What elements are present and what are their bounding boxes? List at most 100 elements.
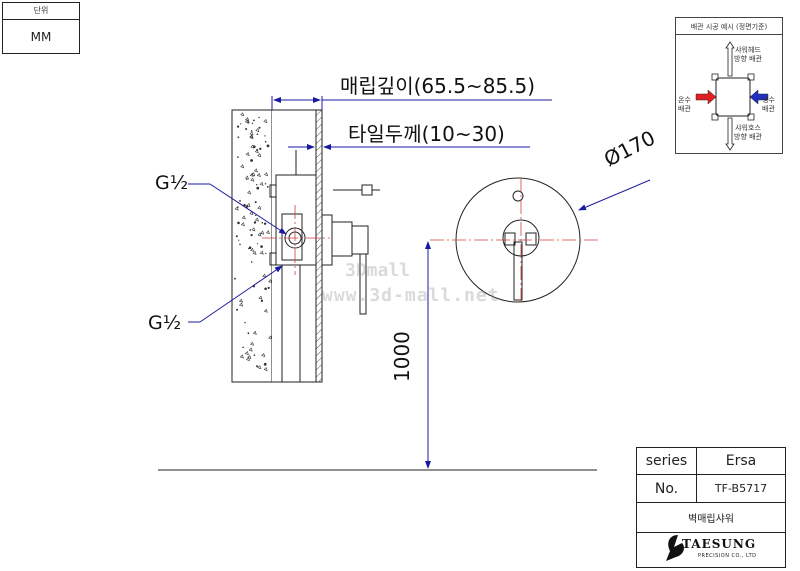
height-label: 1000 [390, 331, 414, 382]
concrete-speckle [259, 250, 264, 255]
concrete-speckle [250, 234, 253, 237]
concrete-speckle [264, 172, 269, 177]
concrete-speckle [259, 181, 264, 186]
embed-depth-label: 매립깊이(65.5~85.5) [340, 74, 536, 98]
concrete-speckle [265, 252, 267, 255]
concrete-speckle [250, 177, 255, 182]
concrete-speckle [255, 214, 257, 217]
concrete-speckle [247, 190, 252, 195]
concrete-speckle [242, 346, 244, 349]
concrete-speckle [240, 222, 245, 227]
concrete-speckle [256, 133, 259, 135]
concrete-speckle [246, 203, 251, 208]
concrete-speckle [244, 351, 249, 356]
pipe-thread-top-label: G½ [155, 172, 189, 194]
series-value: Ersa [725, 453, 757, 469]
concrete-speckle [253, 119, 255, 122]
trim-side-view [321, 184, 380, 315]
concrete-speckle [247, 121, 250, 124]
concrete-speckle [256, 365, 258, 368]
concrete-speckle [248, 248, 250, 250]
concrete-speckle [240, 123, 242, 125]
concrete-speckle [240, 164, 245, 169]
legend-divider [676, 34, 782, 35]
concrete-speckle [261, 352, 266, 357]
concrete-speckle [248, 246, 252, 249]
brand-logo: TAESUNG PRECISION CO., LTD [664, 533, 784, 563]
concrete-speckle [256, 186, 260, 190]
concrete-speckle [256, 184, 258, 186]
concrete-speckle [263, 119, 268, 124]
concrete-speckle [263, 362, 267, 366]
concrete-speckle [251, 172, 256, 177]
concrete-speckle [237, 136, 240, 139]
concrete-speckle [253, 221, 257, 224]
concrete-speckle [238, 239, 240, 241]
legend-diagram [695, 41, 769, 151]
concrete-speckle [237, 206, 239, 208]
concrete-speckle [252, 330, 257, 335]
product-name: 벽매립샤워 [688, 514, 734, 525]
concrete-speckle [263, 308, 268, 313]
concrete-speckle [250, 247, 255, 252]
concrete-speckle [264, 183, 267, 185]
concrete-speckle [253, 145, 256, 148]
concrete-speckle [241, 215, 246, 220]
concrete-speckle [257, 205, 262, 210]
concrete-speckle [245, 357, 250, 362]
concrete-speckle [257, 232, 262, 237]
concrete-speckle [240, 112, 245, 117]
concrete-speckle [254, 217, 259, 222]
concrete-speckle [258, 295, 263, 300]
concrete-speckle [264, 287, 267, 291]
title-row-series: series Ersa [637, 448, 785, 475]
concrete-speckle [259, 147, 262, 150]
concrete-speckle [262, 273, 267, 278]
title-row-product: 벽매립샤워 [637, 503, 785, 533]
concrete-speckle [248, 347, 253, 352]
concrete-speckle [256, 243, 259, 245]
concrete-speckle [265, 230, 270, 235]
concrete-speckle [239, 354, 244, 359]
concrete-speckle [253, 168, 258, 173]
concrete-speckle [249, 211, 254, 216]
legend-cold-label: 냉수 배관 [762, 96, 775, 113]
concrete-speckle [254, 201, 257, 204]
concrete-speckle [244, 175, 249, 180]
concrete-speckle [237, 221, 240, 225]
concrete-speckle [260, 299, 263, 302]
concrete-speckle [256, 172, 261, 177]
concrete-speckle [244, 119, 249, 124]
no-value: TF-B5717 [714, 482, 768, 495]
concrete-speckle [245, 117, 250, 122]
concrete-speckle [258, 126, 261, 129]
tile-thickness-label: 타일두께(10~30) [348, 122, 505, 146]
concrete-speckle [235, 235, 238, 238]
concrete-speckle [253, 354, 256, 357]
concrete-speckle [234, 206, 239, 211]
concrete-speckle [239, 302, 244, 307]
concrete-speckle [254, 149, 259, 154]
concrete-speckle [263, 222, 267, 225]
concrete-speckle [258, 116, 260, 119]
concrete-speckle [266, 144, 270, 148]
concrete-speckle [249, 134, 254, 139]
concrete-speckle [249, 229, 252, 231]
concrete-speckle [247, 332, 250, 335]
concrete-speckle [249, 131, 254, 136]
concrete-speckle [263, 367, 268, 372]
title-row-no: No. TF-B5717 [637, 475, 785, 503]
concrete-speckle [245, 151, 250, 156]
concrete-speckle [264, 140, 267, 143]
watermark-line1: 3Dmall [345, 260, 411, 281]
concrete-speckle [251, 122, 254, 125]
legend-hose-label: 샤워호스 방향 배관 [734, 124, 762, 141]
concrete-speckle [238, 298, 243, 303]
concrete-speckle [247, 354, 252, 359]
concrete-speckle [268, 335, 273, 340]
brand-logo-mark [666, 535, 684, 561]
concrete-speckle [234, 277, 236, 280]
concrete-speckle [251, 227, 256, 232]
